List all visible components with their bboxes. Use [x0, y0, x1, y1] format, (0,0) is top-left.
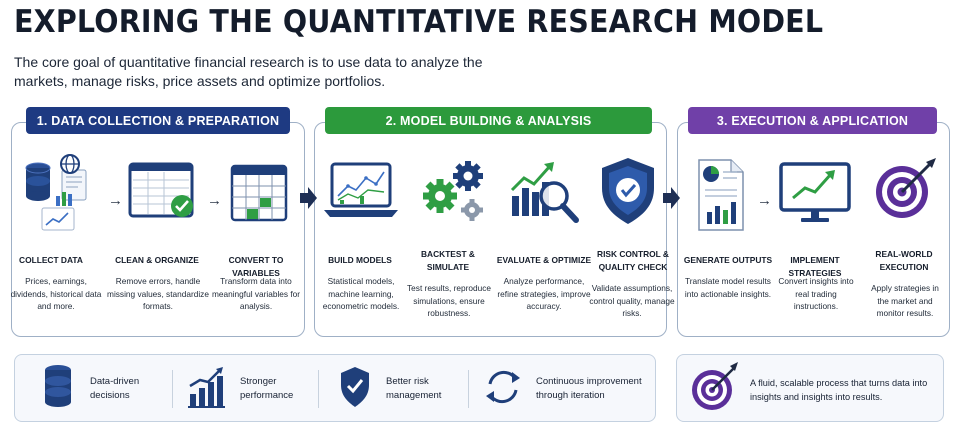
arrow-right-icon: →	[108, 192, 123, 209]
step-desc: Translate model results into actionable …	[684, 276, 772, 299]
step-desc: Prices, earnings, dividends, historical …	[10, 276, 102, 311]
step-desc: Analyze performance, refine strategies, …	[497, 276, 591, 311]
step-title: CLEAN & ORGANIZE	[115, 255, 199, 265]
gears-icon	[423, 161, 483, 221]
step-desc: Transform data into meaningful variables…	[211, 276, 301, 311]
arrow-right-icon: →	[207, 192, 222, 209]
step-title: REAL-WORLD EXECUTION	[875, 249, 933, 272]
benefit-label: Stronger performance	[240, 376, 294, 401]
divider	[468, 370, 469, 408]
shield-check-icon	[341, 367, 369, 407]
phase-arrow-icon	[663, 187, 680, 209]
benefit-label: Better risk management	[386, 376, 442, 401]
target-arrow-icon	[876, 158, 936, 218]
step-title: BACKTEST & SIMULATE	[421, 249, 475, 272]
step-title: RISK CONTROL & QUALITY CHECK	[597, 249, 669, 272]
step-title: BUILD MODELS	[328, 255, 392, 265]
spreadsheet-check-icon	[128, 162, 194, 218]
step-desc: Statistical models, machine learning, ec…	[322, 276, 400, 311]
step-desc: Convert insights into real trading instr…	[778, 276, 854, 311]
divider	[318, 370, 319, 408]
database-globe-icon	[25, 154, 87, 231]
step-desc: Test results, reproduce simulations, ens…	[407, 283, 491, 318]
divider	[172, 370, 173, 408]
step-title: CONVERT TO VARIABLES	[228, 255, 284, 278]
step-title: IMPLEMENT STRATEGIES	[788, 255, 842, 278]
laptop-chart-icon	[324, 162, 398, 217]
step-title: EVALUATE & OPTIMIZE	[496, 255, 592, 265]
monitor-trend-icon	[779, 162, 851, 222]
database-icon	[45, 365, 71, 407]
cycle-arrows-icon	[486, 370, 520, 404]
benefits-bar	[14, 354, 656, 422]
page-subtitle: The core goal of quantitative financial …	[14, 54, 483, 89]
phase-2-header: 2. MODEL BUILDING & ANALYSIS	[325, 107, 652, 134]
report-document-icon	[698, 159, 744, 231]
benefit-label: Data-driven decisions	[90, 376, 140, 401]
phase-arrow-icon	[300, 187, 317, 209]
benefit-label: Continuous improvement through iteration	[536, 376, 642, 401]
table-grid-icon	[230, 164, 288, 222]
step-desc: Remove errors, handle missing values, st…	[107, 276, 209, 311]
page-title: EXPLORING THE QUANTITATIVE RESEARCH MODE…	[14, 4, 824, 40]
target-arrow-icon	[692, 362, 738, 410]
shield-check-icon	[602, 158, 654, 224]
bar-growth-icon	[188, 367, 225, 408]
step-title: GENERATE OUTPUTS	[683, 255, 773, 265]
phase-3-header: 3. EXECUTION & APPLICATION	[688, 107, 937, 134]
step-desc: Apply strategies in the market and monit…	[871, 283, 939, 318]
arrow-right-icon: →	[757, 192, 772, 209]
phase-1-header: 1. DATA COLLECTION & PREPARATION	[26, 107, 290, 134]
summary-text: A fluid, scalable process that turns dat…	[750, 378, 928, 402]
step-title: COLLECT DATA	[19, 255, 83, 265]
step-desc: Validate assumptions, control quality, m…	[589, 283, 675, 318]
phase-2-box	[314, 122, 667, 337]
chart-magnifier-icon	[510, 162, 579, 223]
